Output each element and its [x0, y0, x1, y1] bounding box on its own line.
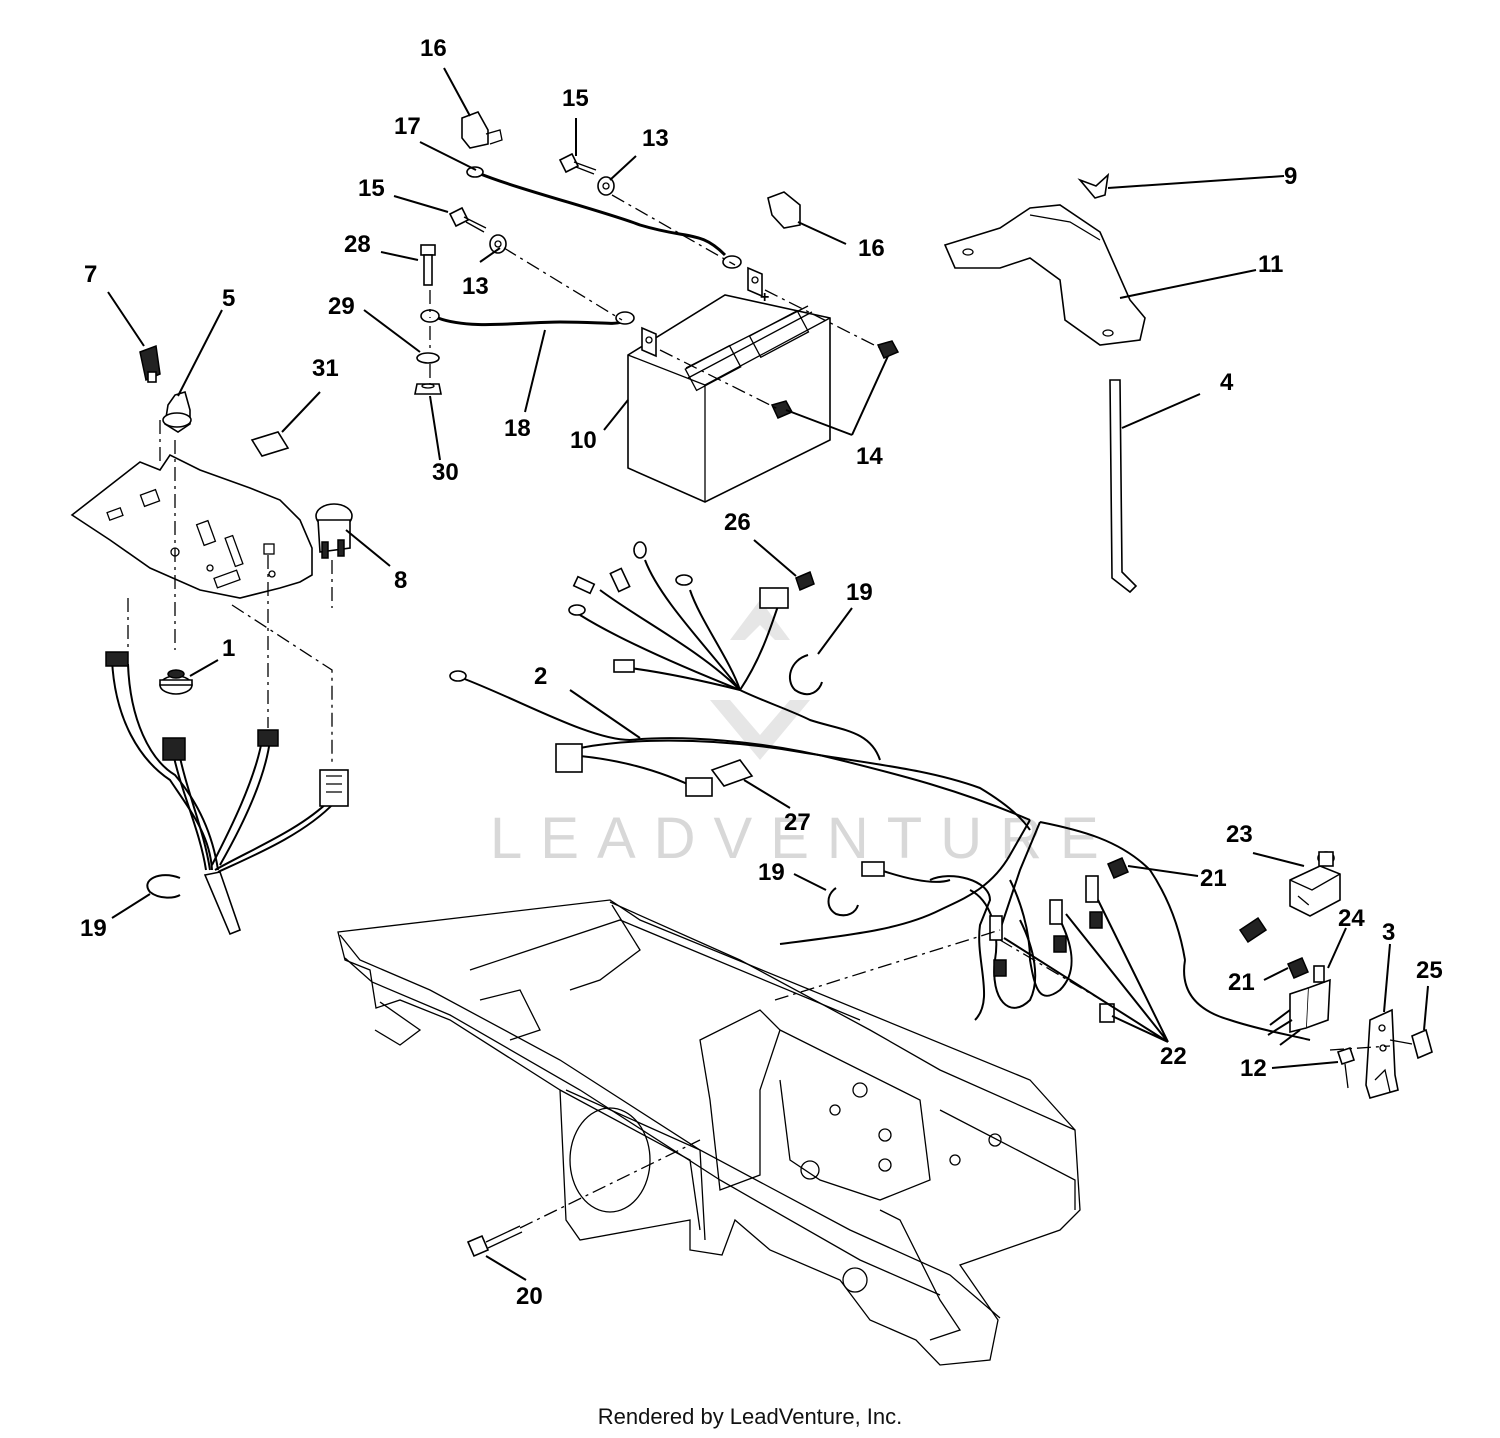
cable-tie-left[interactable] — [146, 874, 181, 899]
callout-30[interactable]: 30 — [432, 459, 459, 486]
ignition-switch[interactable] — [162, 390, 192, 433]
callout-22[interactable]: 22 — [1160, 1043, 1187, 1070]
callout-21-bottom[interactable]: 21 — [1228, 969, 1255, 996]
washer-top[interactable] — [597, 176, 615, 196]
callout-23[interactable]: 23 — [1226, 821, 1253, 848]
callout-16-right[interactable]: 16 — [858, 235, 885, 262]
callout-13-mid[interactable]: 13 — [462, 273, 489, 300]
bolt-vertical[interactable] — [420, 244, 436, 286]
callout-26[interactable]: 26 — [724, 509, 751, 536]
nut-lower[interactable] — [1287, 957, 1309, 979]
cable-tie-mid[interactable] — [827, 887, 859, 917]
callout-19-left[interactable]: 19 — [80, 915, 107, 942]
solenoid[interactable] — [1267, 965, 1331, 1046]
callout-28[interactable]: 28 — [344, 231, 371, 258]
fuse-holder[interactable] — [795, 570, 815, 592]
callout-7[interactable]: 7 — [84, 261, 97, 288]
tractor-frame — [337, 899, 1081, 1366]
callout-21-top[interactable]: 21 — [1200, 865, 1227, 892]
cable-tie-top[interactable] — [788, 654, 823, 696]
washer-bottom[interactable] — [416, 352, 440, 364]
dash-panel[interactable] — [70, 453, 313, 599]
battery[interactable]: + — [627, 266, 831, 503]
callout-16-top[interactable]: 16 — [420, 35, 447, 62]
terminal-cover-right[interactable] — [767, 191, 801, 229]
rocker-switch[interactable] — [139, 344, 161, 383]
callout-5[interactable]: 5 — [222, 285, 235, 312]
terminal-nut-right[interactable] — [876, 340, 900, 359]
relay-3[interactable] — [1085, 875, 1103, 929]
self-tap-screw[interactable] — [1336, 1046, 1356, 1089]
main-harness[interactable] — [449, 541, 1311, 1041]
callout-13-top[interactable]: 13 — [642, 125, 669, 152]
callout-12[interactable]: 12 — [1240, 1055, 1267, 1082]
callout-8[interactable]: 8 — [394, 567, 407, 594]
callout-9[interactable]: 9 — [1284, 163, 1297, 190]
callout-15-top[interactable]: 15 — [562, 85, 589, 112]
leader-lines — [107, 67, 1429, 1281]
solenoid-bracket[interactable] — [1365, 1008, 1399, 1099]
watermark-text: LEADVENTURE — [490, 806, 1117, 871]
callout-10[interactable]: 10 — [570, 427, 597, 454]
positive-terminal-symbol: + — [760, 289, 769, 306]
bracket-screw[interactable] — [1389, 1028, 1433, 1060]
terminal-cover-top[interactable] — [461, 111, 503, 149]
callout-1[interactable]: 1 — [222, 635, 235, 662]
hold-down-rod[interactable] — [1109, 379, 1138, 594]
battery-hold-down[interactable] — [943, 204, 1146, 346]
callout-20[interactable]: 20 — [516, 1283, 543, 1310]
callout-3[interactable]: 3 — [1382, 919, 1395, 946]
nut-upper[interactable] — [1107, 857, 1129, 879]
callout-11[interactable]: 11 — [1258, 251, 1283, 278]
negative-cable[interactable] — [420, 309, 635, 327]
bolt-mid[interactable] — [448, 206, 487, 233]
callout-19-mid[interactable]: 19 — [758, 859, 785, 886]
dash-harness[interactable] — [105, 651, 349, 936]
seat-switch[interactable] — [1289, 851, 1341, 917]
callout-17[interactable]: 17 — [394, 113, 421, 140]
callout-25[interactable]: 25 — [1416, 957, 1443, 984]
watermark: LEADVENTURE — [490, 600, 1117, 871]
callouts: 16 15 13 17 15 28 13 29 31 30 18 10 14 1… — [80, 35, 1443, 1310]
callout-31[interactable]: 31 — [312, 355, 339, 382]
decal[interactable] — [250, 431, 290, 457]
washer-mid[interactable] — [489, 234, 507, 254]
callout-18[interactable]: 18 — [504, 415, 531, 442]
callout-29[interactable]: 29 — [328, 293, 355, 320]
callout-4[interactable]: 4 — [1220, 369, 1234, 396]
hour-meter[interactable] — [159, 669, 193, 695]
callout-24[interactable]: 24 — [1338, 905, 1365, 932]
callout-14[interactable]: 14 — [856, 443, 883, 470]
relay-1[interactable] — [989, 915, 1007, 977]
harness-tag[interactable] — [710, 759, 754, 787]
callout-15-mid[interactable]: 15 — [358, 175, 385, 202]
callout-27[interactable]: 27 — [784, 809, 811, 836]
relay-2[interactable] — [1049, 899, 1067, 953]
callout-19-top[interactable]: 19 — [846, 579, 873, 606]
callout-2[interactable]: 2 — [534, 663, 547, 690]
pto-switch[interactable] — [315, 503, 353, 559]
frame-bolt[interactable] — [466, 1225, 523, 1258]
positive-cable[interactable] — [466, 166, 742, 269]
footer-credit: Rendered by LeadVenture, Inc. — [597, 1404, 903, 1429]
wing-nut[interactable] — [1077, 172, 1110, 199]
bolt-top[interactable] — [558, 152, 597, 175]
nut-bottom[interactable] — [414, 383, 442, 395]
